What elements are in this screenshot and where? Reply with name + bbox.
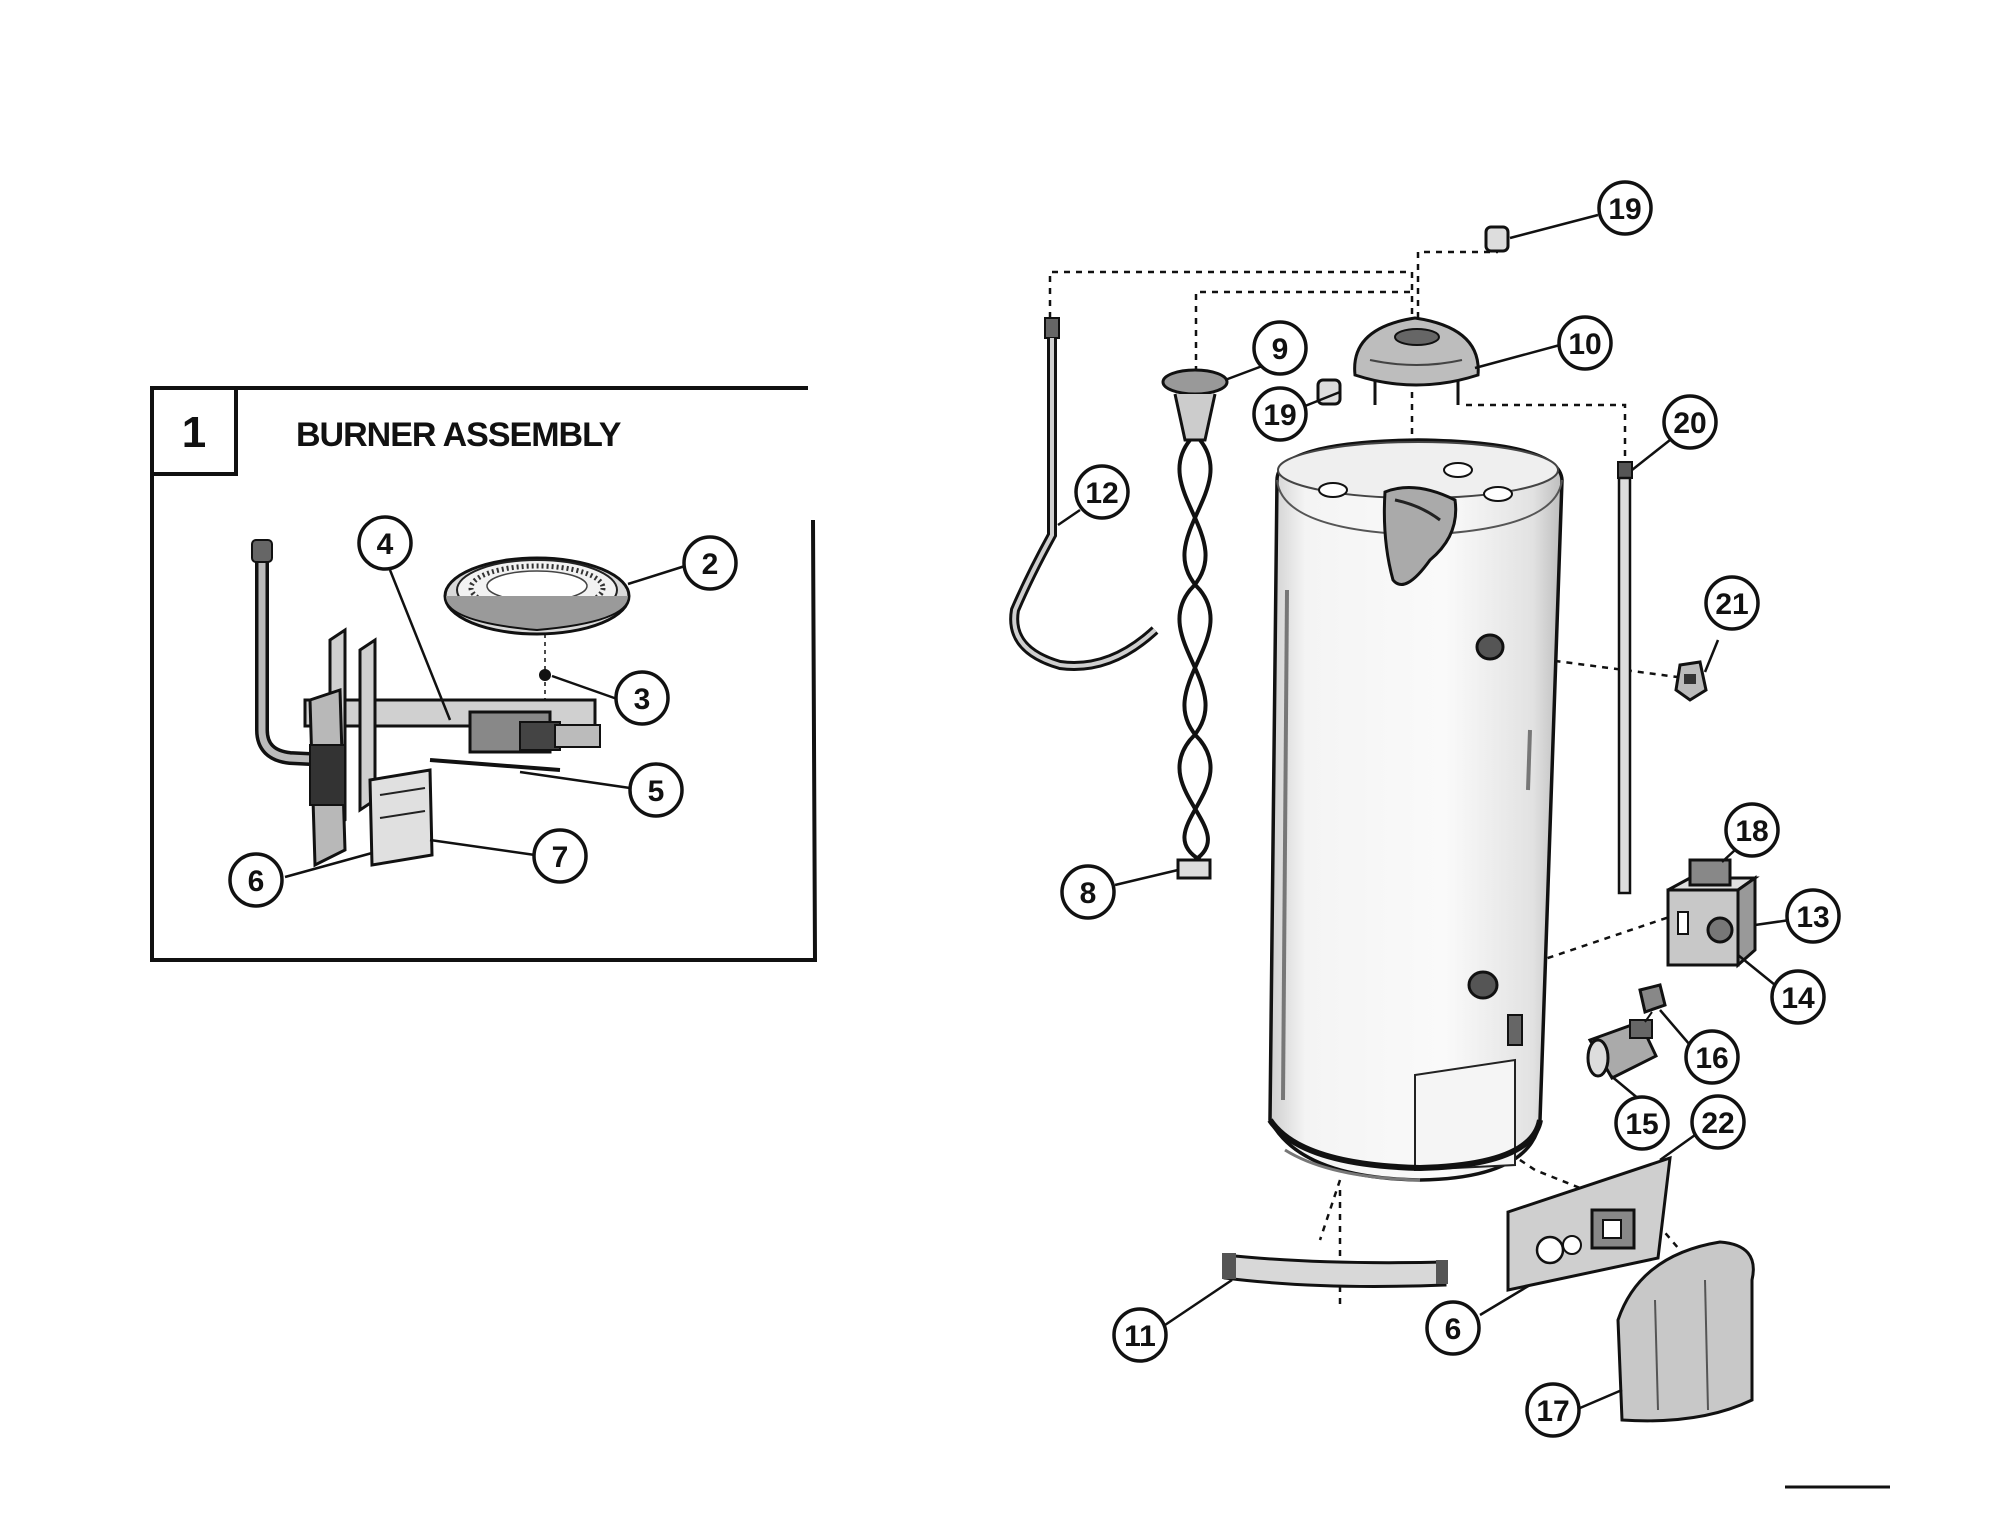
orifice-illustration <box>539 634 551 720</box>
callout-10: 10 <box>1557 315 1613 371</box>
callout-16: 16 <box>1684 1029 1740 1085</box>
main-callouts: 19 19 9 10 12 20 21 8 18 13 14 16 15 22 … <box>1060 180 1841 1438</box>
anode-rod-illustration <box>1617 461 1633 895</box>
dip-tube-illustration <box>1009 317 1159 671</box>
svg-text:6: 6 <box>248 865 265 898</box>
callout-6: 6 <box>228 852 284 908</box>
callout-8: 8 <box>1060 864 1116 920</box>
svg-text:8: 8 <box>1080 877 1097 910</box>
callout-13: 13 <box>1785 888 1841 944</box>
callout-11: 11 <box>1112 1307 1168 1363</box>
svg-text:17: 17 <box>1536 1395 1569 1428</box>
callout-4: 4 <box>357 515 413 571</box>
inset-frame <box>150 386 818 962</box>
flue-cap-illustration <box>1353 316 1480 405</box>
water-heater-exploded-view: 19 19 9 10 12 20 21 8 18 13 14 16 15 22 … <box>1009 180 1841 1438</box>
callout-22: 22 <box>1690 1094 1746 1150</box>
burner-assembly-inset: 1 BURNER ASSEMBLY <box>150 386 818 962</box>
callout-7: 7 <box>532 828 588 884</box>
svg-text:22: 22 <box>1701 1107 1734 1140</box>
svg-text:16: 16 <box>1695 1042 1728 1075</box>
panel-number-box <box>150 386 238 476</box>
svg-text:18: 18 <box>1735 815 1768 848</box>
callout-12: 12 <box>1074 464 1130 520</box>
callout-17: 17 <box>1525 1382 1581 1438</box>
inset-callouts: 2 3 4 5 6 7 <box>228 515 738 908</box>
callout-5: 5 <box>628 762 684 818</box>
callout-3: 3 <box>614 670 670 726</box>
svg-text:10: 10 <box>1568 328 1601 361</box>
svg-text:14: 14 <box>1781 982 1815 1015</box>
svg-text:6: 6 <box>1445 1313 1462 1346</box>
inset-title: BURNER ASSEMBLY <box>296 416 622 454</box>
callout-19-mid: 19 <box>1252 386 1308 442</box>
burner-door-illustration <box>308 627 434 868</box>
nipple-illustration-top <box>1484 225 1510 253</box>
svg-text:2: 2 <box>702 548 719 581</box>
callout-6-main: 6 <box>1425 1300 1481 1356</box>
svg-text:19: 19 <box>1263 399 1296 432</box>
svg-text:19: 19 <box>1608 193 1641 226</box>
callout-20: 20 <box>1662 394 1718 450</box>
callout-18: 18 <box>1724 802 1780 858</box>
svg-text:21: 21 <box>1715 588 1748 621</box>
svg-text:5: 5 <box>648 775 665 808</box>
manifold-illustration <box>251 539 601 772</box>
gas-control-valve-illustration <box>1666 858 1760 969</box>
svg-text:9: 9 <box>1272 333 1289 366</box>
svg-text:12: 12 <box>1085 477 1118 510</box>
callout-14: 14 <box>1770 969 1826 1025</box>
svg-text:4: 4 <box>377 528 394 561</box>
callout-19-top: 19 <box>1597 180 1653 236</box>
svg-text:7: 7 <box>552 841 569 874</box>
drain-valve-illustration <box>1586 983 1667 1080</box>
burner-ring-illustration <box>443 556 631 636</box>
panel-number: 1 <box>182 408 206 457</box>
main-leader-lines <box>1057 213 1791 1410</box>
outer-door-illustration <box>1506 1155 1672 1292</box>
svg-text:3: 3 <box>634 683 651 716</box>
svg-text:13: 13 <box>1796 901 1829 934</box>
callout-21: 21 <box>1704 575 1760 631</box>
callout-9: 9 <box>1252 320 1308 376</box>
relief-valve-illustration <box>1674 660 1708 702</box>
callout-15: 15 <box>1614 1095 1670 1151</box>
tank-illustration <box>1267 438 1564 1182</box>
inset-leader-lines <box>284 564 686 879</box>
bracket-illustration <box>1222 1253 1448 1288</box>
flue-baffle-illustration <box>1161 368 1229 880</box>
door-cover-illustration <box>1616 1240 1755 1423</box>
svg-text:20: 20 <box>1673 407 1706 440</box>
callout-2: 2 <box>682 535 738 591</box>
svg-text:11: 11 <box>1124 1320 1156 1353</box>
svg-text:15: 15 <box>1625 1108 1658 1141</box>
